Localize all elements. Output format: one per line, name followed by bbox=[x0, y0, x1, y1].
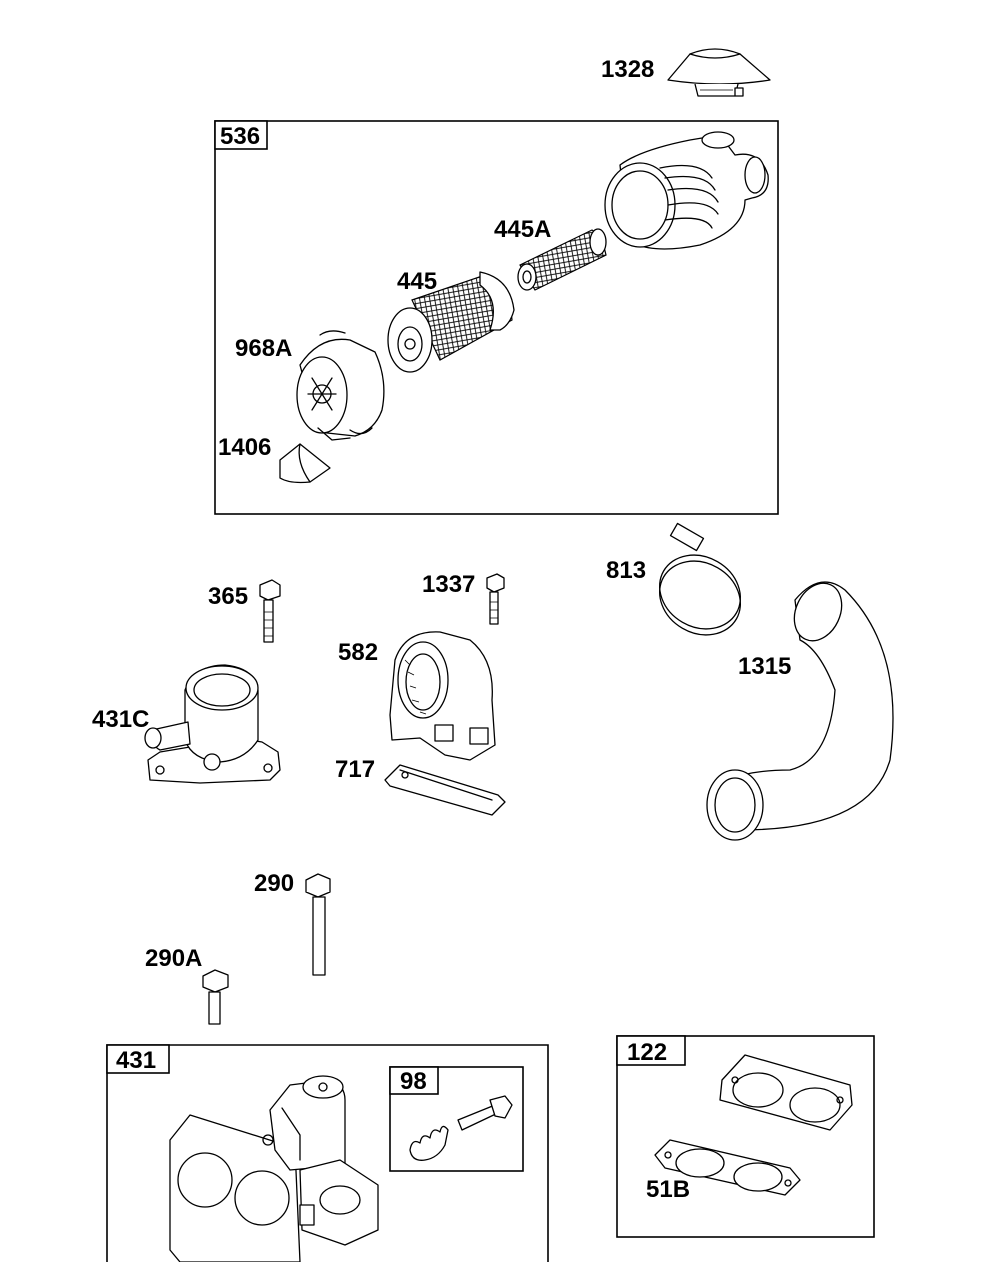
label-445A: 445A bbox=[494, 216, 551, 243]
label-365: 365 bbox=[208, 583, 248, 610]
part-air-cleaner-body bbox=[604, 131, 769, 250]
part-290A-bolt bbox=[202, 969, 229, 1025]
part-582-bracket bbox=[389, 631, 496, 761]
label-1328: 1328 bbox=[601, 56, 654, 83]
part-98-screw-spring bbox=[409, 1095, 513, 1161]
part-717-plate bbox=[384, 764, 506, 816]
part-51B-gasket bbox=[654, 1139, 801, 1196]
part-1406-valve bbox=[279, 443, 331, 484]
part-445A-inner-filter bbox=[517, 228, 607, 291]
label-717: 717 bbox=[335, 756, 375, 783]
label-51B: 51B bbox=[646, 1176, 690, 1203]
group-label-122: 122 bbox=[627, 1039, 667, 1066]
label-1337: 1337 bbox=[422, 571, 475, 598]
part-1315-hose bbox=[706, 581, 894, 841]
part-290-bolt bbox=[305, 873, 331, 976]
part-445-main-filter bbox=[387, 271, 515, 373]
label-431C: 431C bbox=[92, 706, 149, 733]
part-1328-cap bbox=[667, 48, 771, 97]
group-label-431: 431 bbox=[116, 1047, 156, 1074]
part-431-carburetor bbox=[169, 1075, 379, 1262]
part-968A-cover bbox=[296, 330, 385, 441]
label-1315: 1315 bbox=[738, 653, 791, 680]
label-813: 813 bbox=[606, 557, 646, 584]
label-445: 445 bbox=[397, 268, 437, 295]
group-frame-536: 536 bbox=[214, 120, 779, 515]
label-290A: 290A bbox=[145, 945, 202, 972]
label-1406: 1406 bbox=[218, 434, 271, 461]
part-1337-bolt bbox=[486, 573, 505, 625]
group-label-98: 98 bbox=[400, 1068, 427, 1095]
group-frame-431: 431 bbox=[106, 1044, 549, 1262]
part-365-bolt bbox=[259, 579, 281, 643]
part-813-clamp bbox=[658, 522, 742, 636]
part-431C-throttle-body bbox=[144, 664, 281, 784]
group-frame-122: 122 bbox=[616, 1035, 875, 1238]
group-frame-98: 98 bbox=[389, 1066, 524, 1172]
label-968A: 968A bbox=[235, 335, 292, 362]
label-290: 290 bbox=[254, 870, 294, 897]
label-582: 582 bbox=[338, 639, 378, 666]
group-label-536: 536 bbox=[220, 123, 260, 150]
part-122-spacer bbox=[719, 1054, 853, 1131]
